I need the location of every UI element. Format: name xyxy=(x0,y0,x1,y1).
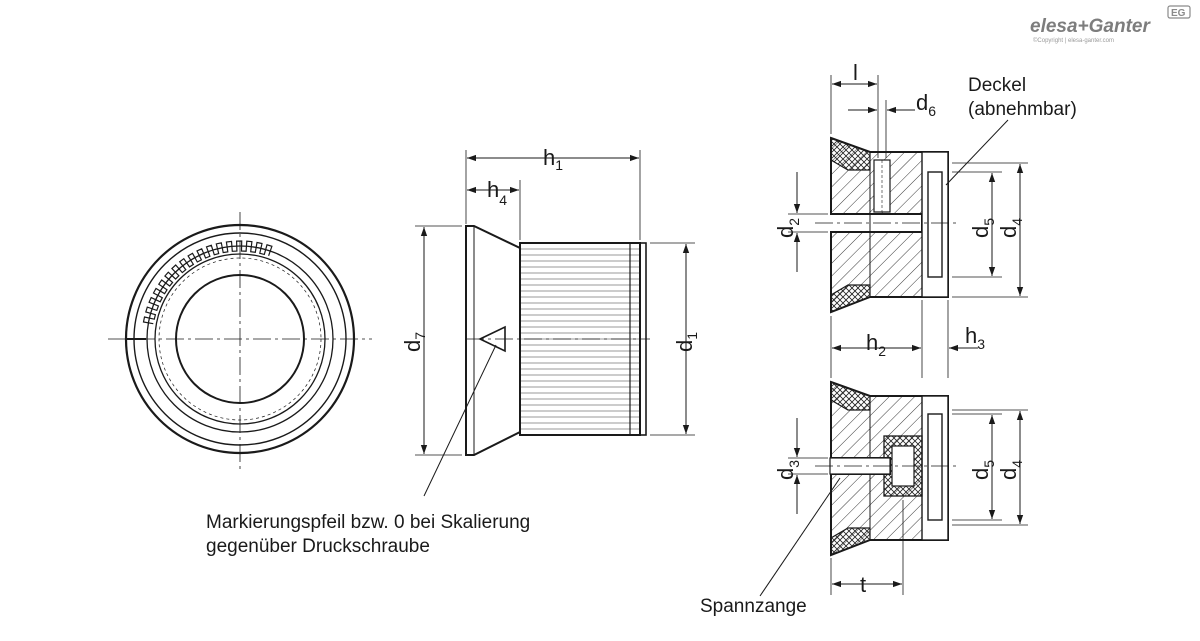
brand-name: elesa+Ganter xyxy=(1030,16,1151,37)
rubber-ring-bottom-lower xyxy=(830,527,871,556)
brand-copyright: ©Copyright | elesa-ganter.com xyxy=(1033,37,1114,44)
label-l: l xyxy=(853,60,858,85)
label-d6: d6 xyxy=(916,90,936,119)
cover-leader xyxy=(945,119,1009,186)
label-h3: h3 xyxy=(965,323,985,352)
section-labels: l d6 d2 d5 d4 h2 h3 d3 d5 d4 t xyxy=(773,60,1025,597)
label-h1: h1 xyxy=(543,145,563,173)
marker-arrow-icon xyxy=(478,325,506,353)
cover-cap xyxy=(927,171,943,278)
note-marker-line1: Markierungspfeil bzw. 0 bei Skalierung xyxy=(206,512,530,533)
section-dimensions xyxy=(759,75,1028,597)
label-d5-top: d5 xyxy=(968,218,997,238)
rubber-ring-lower xyxy=(830,284,871,313)
cover-cap-bottom xyxy=(927,413,943,521)
label-d1: d1 xyxy=(672,332,700,352)
inner-ring-dashed xyxy=(158,257,322,421)
annotations: Deckel (abnehmbar) Markierungspfeil bzw.… xyxy=(206,75,1077,617)
label-d3: d3 xyxy=(773,460,802,480)
label-d2: d2 xyxy=(773,218,802,238)
front-view xyxy=(108,212,372,470)
bore-circle xyxy=(175,274,305,404)
side-labels: h1 h4 d7 d1 xyxy=(400,145,700,352)
label-h4: h4 xyxy=(487,177,507,208)
note-cover-line2: (abnehmbar) xyxy=(968,99,1077,120)
label-d7: d7 xyxy=(400,332,428,352)
rubber-ring-upper xyxy=(830,137,871,171)
section-view-bottom xyxy=(815,380,960,557)
note-cover-line1: Deckel xyxy=(968,75,1026,96)
label-d4-top: d4 xyxy=(996,218,1025,238)
label-t: t xyxy=(860,572,866,597)
brand-logo: elesa+Ganter ©Copyright | elesa-ganter.c… xyxy=(1030,5,1191,44)
ring-teeth-path xyxy=(142,240,273,325)
side-dimensions xyxy=(415,150,695,497)
marker-leader xyxy=(423,344,497,497)
brand-badge-frame xyxy=(1167,5,1191,19)
label-d5-bottom: d5 xyxy=(968,460,997,480)
brand-badge: EG xyxy=(1171,8,1186,19)
inner-ring xyxy=(154,253,326,425)
toothed-ring xyxy=(146,245,334,433)
note-marker-line2: gegenüber Druckschraube xyxy=(206,536,430,557)
rubber-ring-bottom-upper xyxy=(830,381,871,411)
section-view-top xyxy=(815,136,960,314)
ring-teeth xyxy=(142,240,273,325)
note-collet: Spannzange xyxy=(700,596,807,617)
collet-leader xyxy=(759,477,841,597)
label-h2: h2 xyxy=(866,330,886,359)
side-view xyxy=(465,225,650,456)
label-d4-bottom: d4 xyxy=(996,460,1025,480)
